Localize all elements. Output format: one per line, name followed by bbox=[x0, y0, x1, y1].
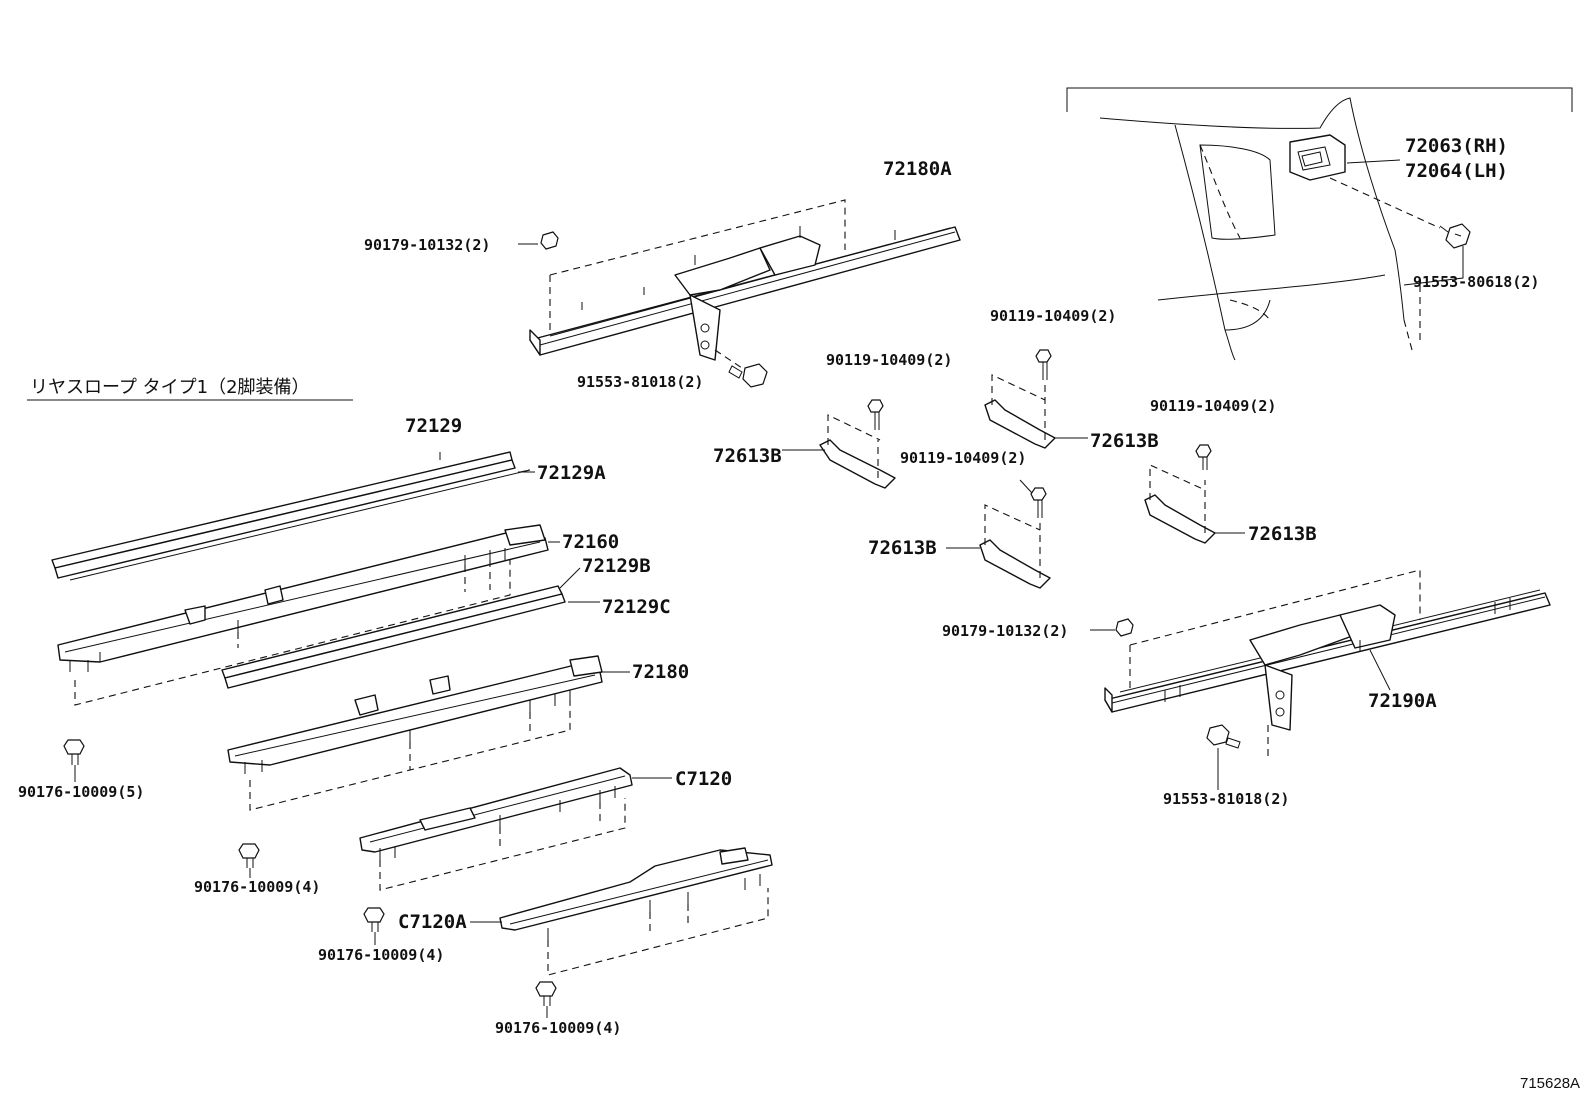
rail-C7120A bbox=[470, 847, 773, 976]
label-72063: 72063(RH) bbox=[1405, 135, 1508, 157]
inset-bracket-72063 bbox=[1289, 134, 1346, 181]
bracket-72613B-b bbox=[984, 374, 1088, 449]
label-90176-4a: 90176-10009(4) bbox=[194, 878, 320, 896]
screw-90119-c bbox=[1019, 479, 1047, 518]
rail-72160 bbox=[57, 524, 560, 706]
rail-72180A bbox=[529, 199, 961, 371]
rail-72190A bbox=[1104, 569, 1551, 760]
label-72180A: 72180A bbox=[883, 158, 952, 180]
bolt-91553-81018-right bbox=[1206, 724, 1241, 790]
vehicle-inset bbox=[1066, 87, 1573, 361]
label-72613B-a: 72613B bbox=[713, 445, 782, 467]
bolt-91553-81018-top bbox=[728, 363, 768, 388]
screw-90119-b bbox=[1035, 349, 1052, 380]
label-72613B-c: 72613B bbox=[868, 537, 937, 559]
label-90119-a: 90119-10409(2) bbox=[826, 351, 952, 369]
clip-90176-4a bbox=[238, 843, 260, 878]
strip-72129 bbox=[51, 451, 535, 581]
label-90176-4c: 90176-10009(4) bbox=[495, 1019, 621, 1037]
label-72129C: 72129C bbox=[602, 596, 671, 618]
rail-72180 bbox=[227, 655, 630, 811]
label-72180: 72180 bbox=[632, 661, 689, 683]
label-72160: 72160 bbox=[562, 531, 619, 553]
leader-72190A bbox=[1369, 649, 1391, 691]
label-72064: 72064(LH) bbox=[1405, 160, 1508, 182]
section-title: リヤスロープ タイプ1（2脚装備） bbox=[30, 377, 310, 398]
label-C7120: C7120 bbox=[675, 768, 732, 790]
strip-72129B bbox=[221, 567, 600, 689]
label-90176-5: 90176-10009(5) bbox=[18, 783, 144, 801]
label-72613B-b: 72613B bbox=[1090, 430, 1159, 452]
label-72129B: 72129B bbox=[582, 555, 651, 577]
nut-90179-top bbox=[518, 231, 559, 250]
clip-90176-4c bbox=[535, 981, 557, 1018]
screw-90119-a bbox=[867, 399, 884, 430]
nut-90179-right bbox=[1090, 618, 1134, 637]
label-90119-c: 90119-10409(2) bbox=[900, 449, 1026, 467]
label-91553-81018-top: 91553-81018(2) bbox=[577, 373, 703, 391]
label-90179-right: 90179-10132(2) bbox=[942, 622, 1068, 640]
label-90119-b: 90119-10409(2) bbox=[990, 307, 1116, 325]
diagram-id: 715628A bbox=[1520, 1075, 1580, 1092]
label-72129A: 72129A bbox=[537, 462, 606, 484]
label-90179-top: 90179-10132(2) bbox=[364, 236, 490, 254]
screw-90119-d bbox=[1195, 444, 1212, 470]
label-72613B-d: 72613B bbox=[1248, 523, 1317, 545]
clip-90176-4b bbox=[363, 907, 385, 945]
label-C7120A: C7120A bbox=[398, 911, 467, 933]
clip-90176-5 bbox=[63, 739, 85, 782]
label-72129: 72129 bbox=[405, 415, 462, 437]
label-90119-d: 90119-10409(2) bbox=[1150, 397, 1276, 415]
rail-C7120 bbox=[359, 767, 672, 891]
label-91553-80618: 91553-80618(2) bbox=[1413, 273, 1539, 291]
label-91553-81018-right: 91553-81018(2) bbox=[1163, 790, 1289, 808]
bracket-72613B-a bbox=[782, 414, 896, 489]
label-90176-4b: 90176-10009(4) bbox=[318, 946, 444, 964]
bracket-72613B-d bbox=[1144, 464, 1245, 544]
label-72190A: 72190A bbox=[1368, 690, 1437, 712]
bracket-72613B-c bbox=[946, 504, 1051, 589]
bolt-91553-80618 bbox=[1439, 223, 1471, 249]
